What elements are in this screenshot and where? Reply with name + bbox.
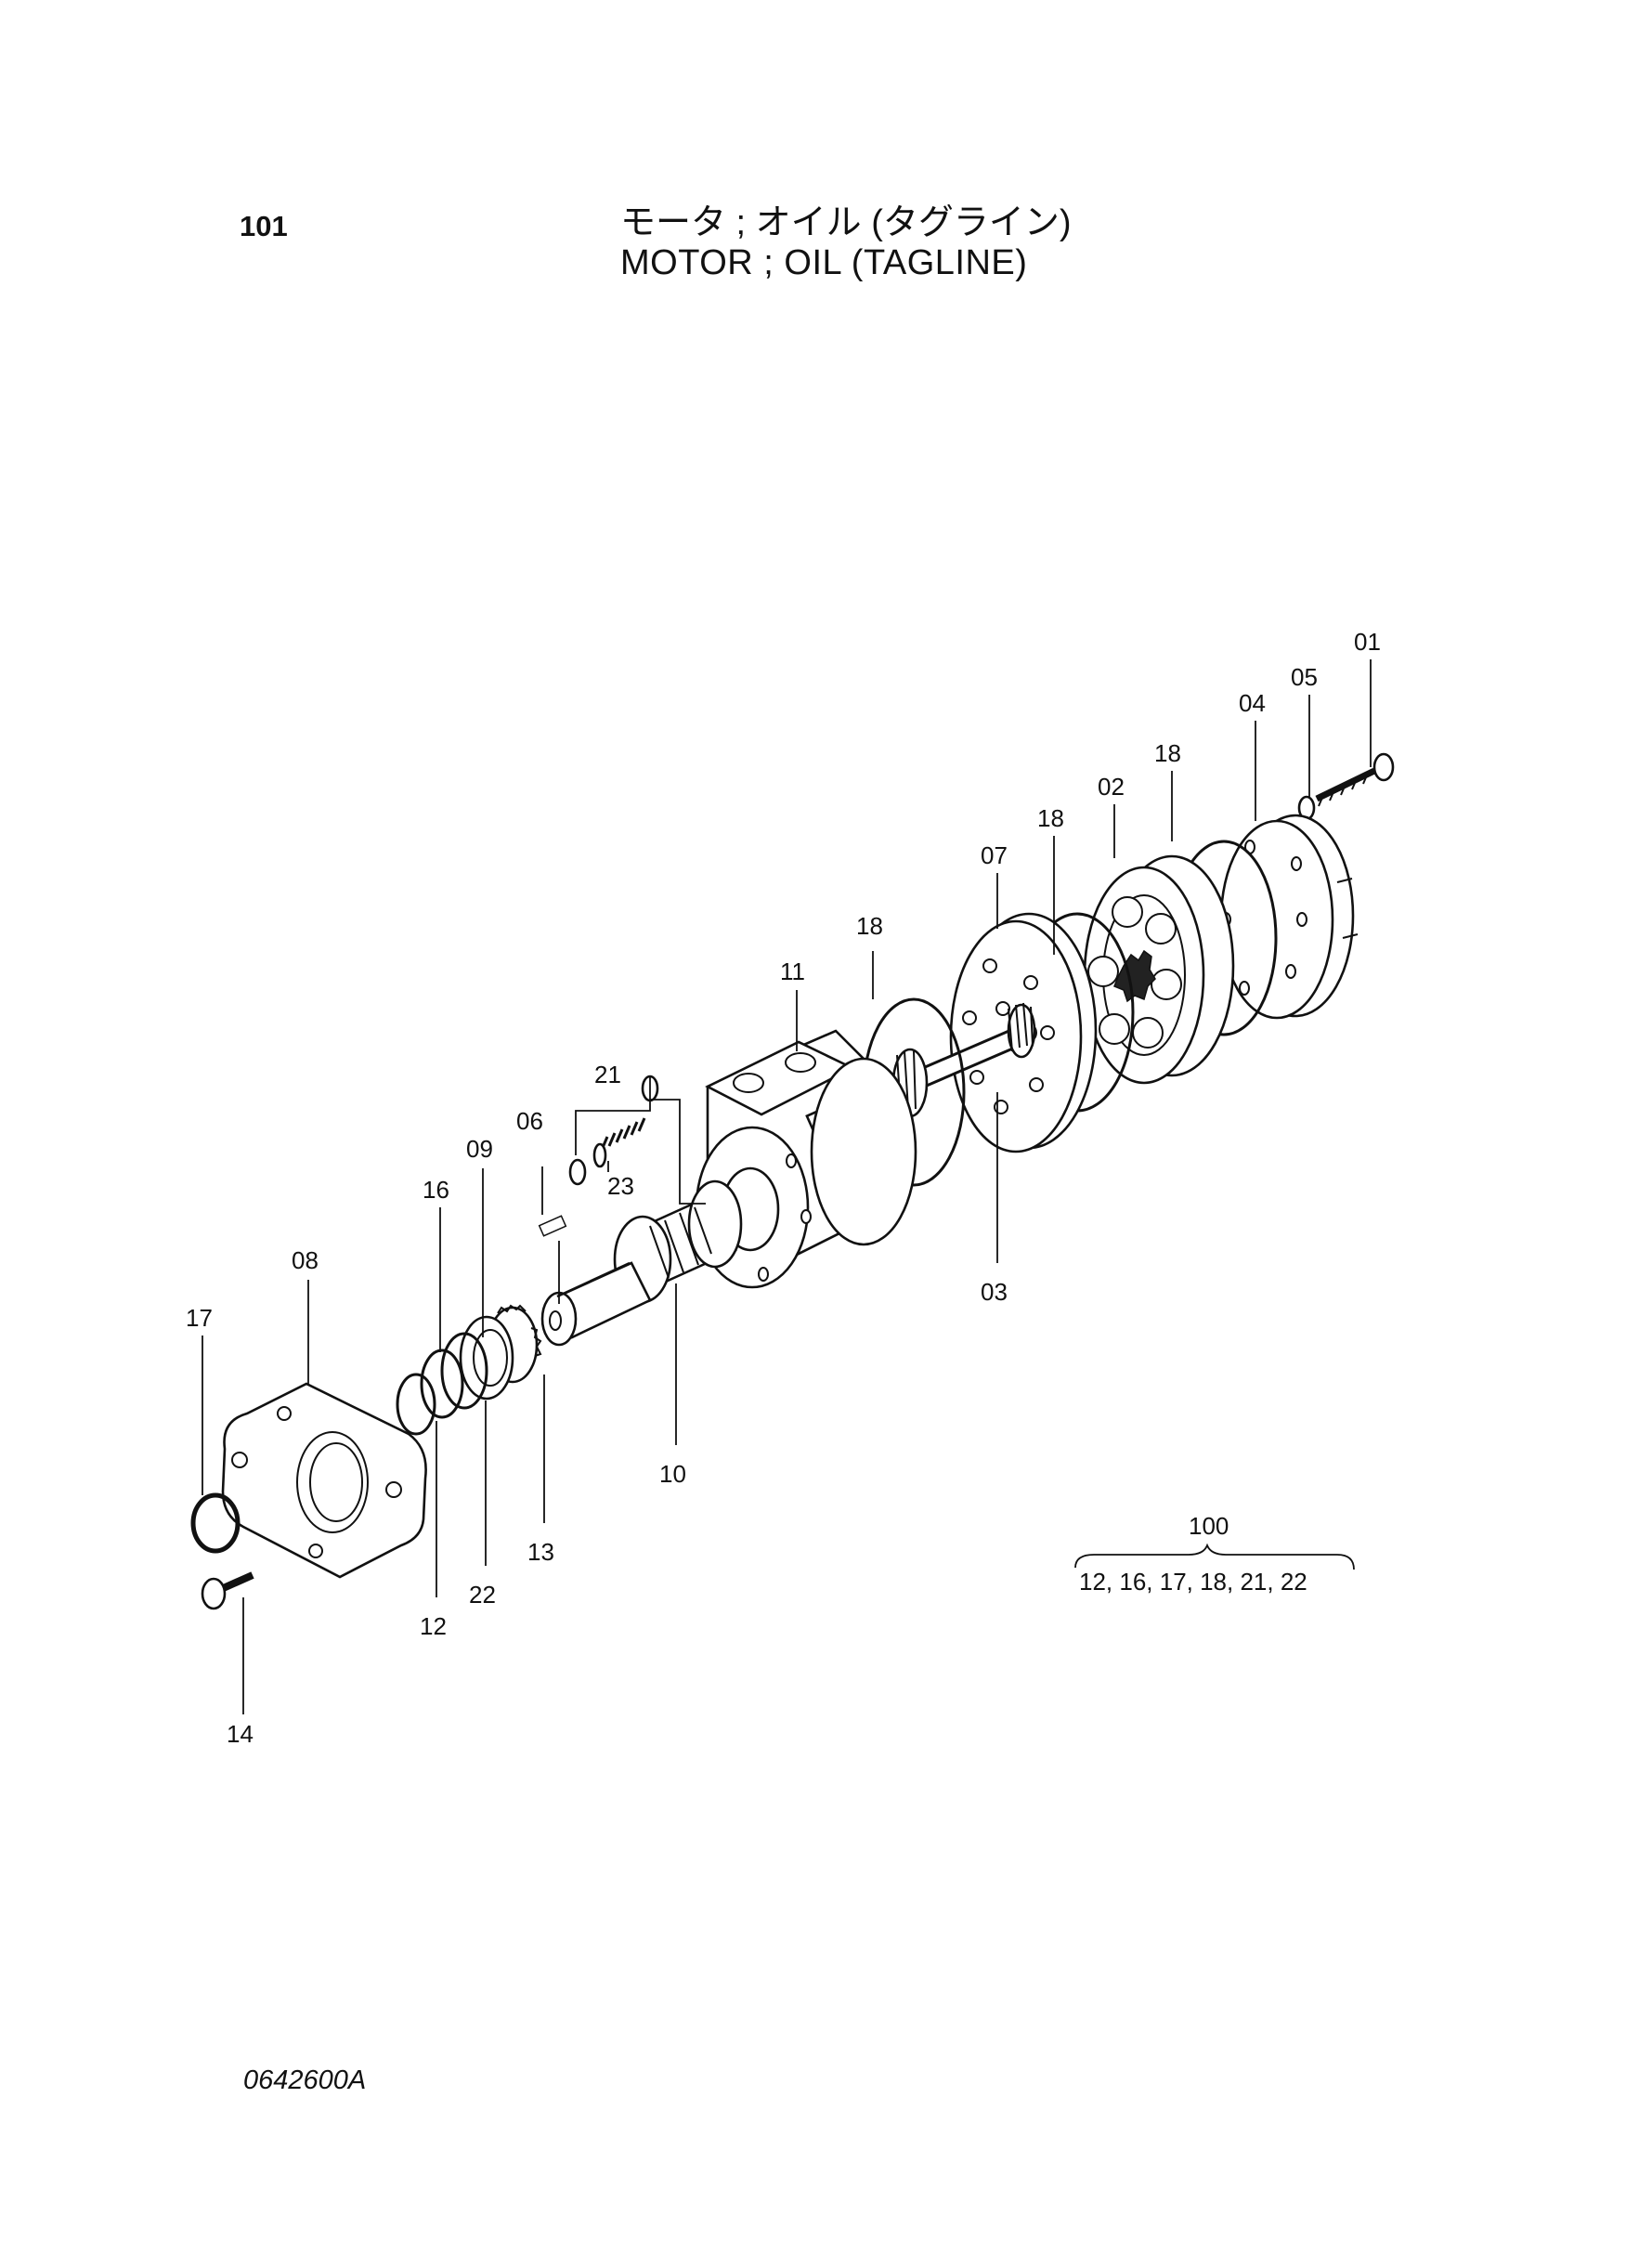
callout-18-left: 18 [856,912,883,940]
callout-03: 03 [981,1278,1008,1306]
callout-11: 11 [780,958,805,985]
leader-lines [202,659,1372,1714]
part-17-oring [190,1492,241,1554]
page-number: 101 [240,210,288,242]
callout-12: 12 [420,1612,447,1640]
callout-23: 23 [607,1172,634,1200]
callout-09: 09 [466,1135,493,1163]
callout-13: 13 [527,1538,554,1566]
callout-07: 07 [981,841,1008,869]
callout-22: 22 [469,1581,496,1609]
part-01-bolt [1315,752,1395,807]
part-09-seal [440,1332,488,1410]
callout-02: 02 [1098,773,1125,801]
callout-17: 17 [186,1304,213,1332]
part-06-key [538,1215,567,1237]
callout-18-right: 18 [1154,739,1181,767]
part-04-end-cover [1219,814,1359,1020]
title-japanese: モータ ; オイル (タグライン) [620,203,1072,242]
callout-labels: 01 05 04 18 02 18 07 18 11 21 06 09 16 2… [186,628,1381,1748]
part-23-spring [592,1117,646,1168]
callout-16: 16 [423,1176,449,1204]
callout-04: 04 [1239,689,1266,717]
part-16-oring [420,1348,464,1419]
part-21-oring-a [568,1158,587,1186]
part-12-oring [396,1373,436,1436]
title-english: MOTOR ; OIL (TAGLINE) [620,243,1028,282]
callout-21: 21 [594,1061,621,1088]
part-10-output-shaft [540,1179,743,1347]
callout-05: 05 [1291,663,1318,691]
kit-contents: 12, 16, 17, 18, 21, 22 [1079,1568,1307,1596]
callout-08: 08 [292,1246,319,1274]
part-02-gerotor [1083,854,1235,1085]
callout-06: 06 [516,1107,543,1135]
document-code: 0642600A [243,2065,367,2095]
callout-10: 10 [659,1460,686,1488]
part-08-flange [221,1382,427,1579]
part-14-bolt [201,1571,254,1610]
callout-18-middle: 18 [1037,804,1064,832]
part-11-housing [695,1029,917,1289]
callout-14: 14 [227,1720,254,1748]
callout-01: 01 [1354,628,1381,656]
kit-number: 100 [1189,1512,1229,1540]
